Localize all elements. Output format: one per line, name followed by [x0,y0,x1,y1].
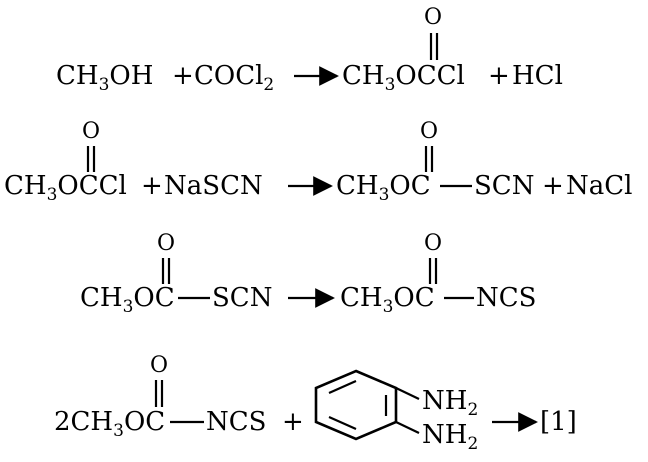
benzene-inner-bond-1 [328,379,357,395]
r2-product-scn: SCN [474,171,534,201]
r1-product-hcl: HCl [512,61,563,91]
r4-reactant-prefix: 2CH3OC [54,407,165,441]
r3-product-ncs: NCS [476,283,536,313]
r1-plus-1: + [172,61,194,91]
r2-product-ester-prefix: CH3OC [336,171,431,205]
r1-carbonyl-oxygen: O [424,5,442,30]
r1-reactant-methanol: CH3OH [56,61,153,95]
r2-product-nacl: NaCl [566,171,632,201]
r2-reactant-ester: CH3OCCl [4,171,127,205]
r3-carbonyl-oxygen-2: O [424,231,442,256]
r2-plus-1: + [141,171,163,201]
r1-product-ester: CH3OCCl [342,61,465,95]
r3-product-prefix: CH3OC [340,283,435,317]
reaction-3: CH3OC O SCN CH3OC O NCS [80,231,536,317]
r2-carbonyl-oxygen-2: O [420,119,438,144]
r4-amine-2: NH2 [422,420,478,454]
benzene-substituent-bond-2 [395,421,420,434]
r2-reactant-nascn: NaSCN [164,171,263,201]
r4-carbonyl-oxygen: O [150,353,168,378]
r4-amine-1: NH2 [422,386,478,420]
r3-reactant-scn: SCN [212,283,272,313]
r4-plus: + [282,407,304,437]
r1-reactant-phosgene: COCl2 [194,61,274,95]
r3-carbonyl-oxygen-1: O [157,231,175,256]
r1-plus-2: + [488,61,510,91]
benzene-substituent-bond-1 [395,387,420,400]
r4-product-placeholder: [1] [540,407,577,437]
r2-carbonyl-oxygen-1: O [82,119,100,144]
benzene-inner-bond-3 [328,415,357,431]
r2-plus-2: + [542,171,564,201]
reaction-2: CH3OCCl O + NaSCN CH3OC O SCN + NaCl [4,119,632,205]
benzene-ring [314,369,420,441]
reaction-1: CH3OH + COCl2 CH3OCCl O + HCl [56,5,563,95]
r3-reactant-prefix: CH3OC [80,283,175,317]
reaction-4: 2CH3OC O NCS + NH2 NH2 [1] [54,353,577,454]
r4-reactant-ncs: NCS [206,407,266,437]
